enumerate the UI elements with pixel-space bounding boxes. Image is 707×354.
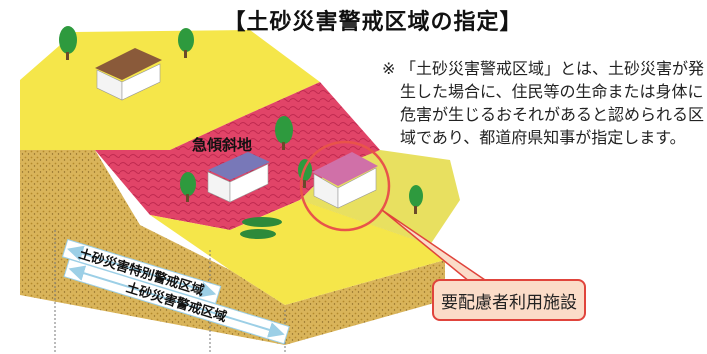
note-mark: ※ <box>382 59 396 78</box>
steep-slope-label: 急傾斜地 <box>192 136 252 154</box>
facility-highlight-circle <box>299 140 391 232</box>
tree-icon <box>59 26 423 214</box>
special-warning-zone <box>95 82 380 230</box>
care-facility-icon <box>312 152 378 209</box>
hedge-icon <box>240 217 282 239</box>
definition-note: 「土砂災害警戒区域」とは、土砂災害が発生した場合に、住民等の生命または身体に危害… <box>400 59 705 147</box>
hill-top-warning-zone <box>20 30 320 150</box>
house-middle-icon <box>207 152 270 203</box>
facility-callout-label: 要配慮者利用施設 <box>432 279 586 321</box>
soil-face-front <box>285 260 445 345</box>
lower-warning-zone <box>150 200 445 305</box>
house-top-icon <box>95 48 162 101</box>
page-title: 【土砂災害警戒区域の指定】 <box>223 10 523 35</box>
